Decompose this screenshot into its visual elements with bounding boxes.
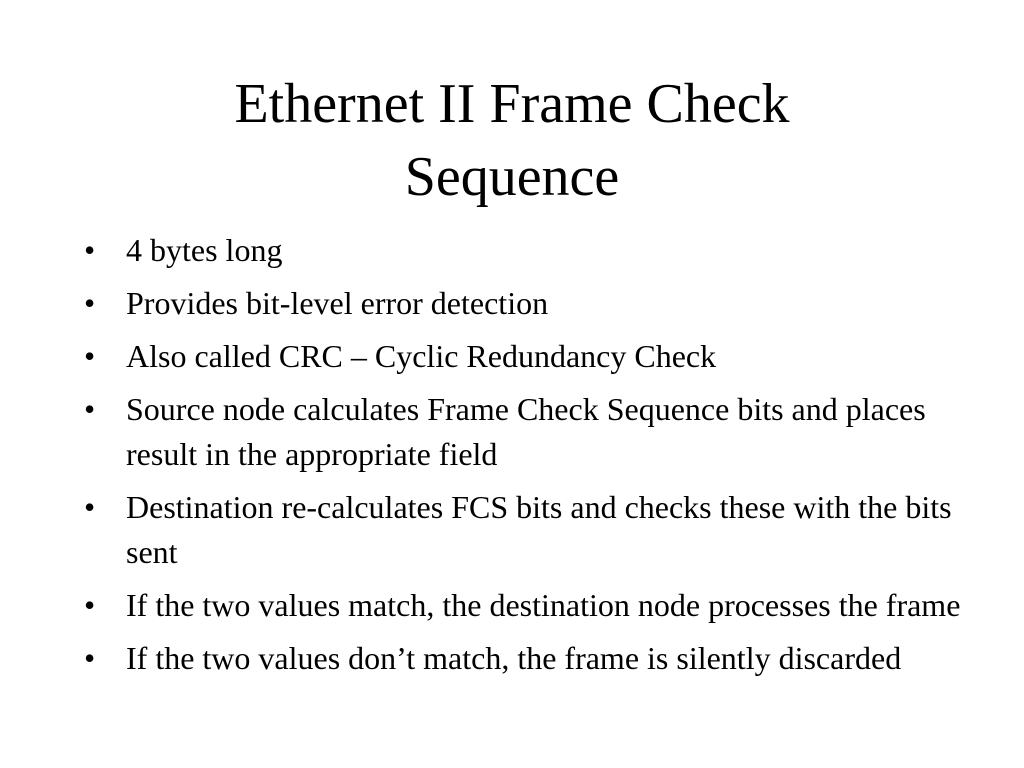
bullet-item-values-dont-match: • If the two values don’t match, the fra… [82,636,962,681]
bullet-marker: • [84,640,96,676]
bullet-text: Also called CRC – Cyclic Redundancy Chec… [126,338,717,374]
bullet-marker: • [84,338,96,374]
slide-title-line-1: Ethernet II Frame Check [234,73,790,135]
slide-title-line-2: Sequence [404,146,620,208]
bullet-item-4-bytes-long: • 4 bytes long [82,228,962,273]
bullet-marker: • [84,587,96,623]
bullet-item-bit-level-error-detection: • Provides bit-level error detection [82,281,962,326]
bullet-item-values-match: • If the two values match, the destinati… [82,583,962,628]
bullet-text: Provides bit-level error detection [126,285,549,321]
bullet-text: Source node calculates Frame Check Seque… [126,391,926,472]
slide-title: Ethernet II Frame Check Sequence [0,68,1024,214]
bullet-item-source-calculates: • Source node calculates Frame Check Seq… [82,387,962,477]
bullet-text: If the two values don’t match, the frame… [126,640,902,676]
bullet-item-destination-recalculates: • Destination re-calculates FCS bits and… [82,485,962,575]
bullet-text: If the two values match, the destination… [126,587,961,623]
bullet-marker: • [84,489,96,525]
bullet-text: 4 bytes long [126,232,283,268]
bullet-marker: • [84,391,96,427]
bullet-list: • 4 bytes long • Provides bit-level erro… [82,228,962,689]
bullet-marker: • [84,232,96,268]
bullet-marker: • [84,285,96,321]
bullet-text: Destination re-calculates FCS bits and c… [126,489,952,570]
bullet-item-crc: • Also called CRC – Cyclic Redundancy Ch… [82,334,962,379]
